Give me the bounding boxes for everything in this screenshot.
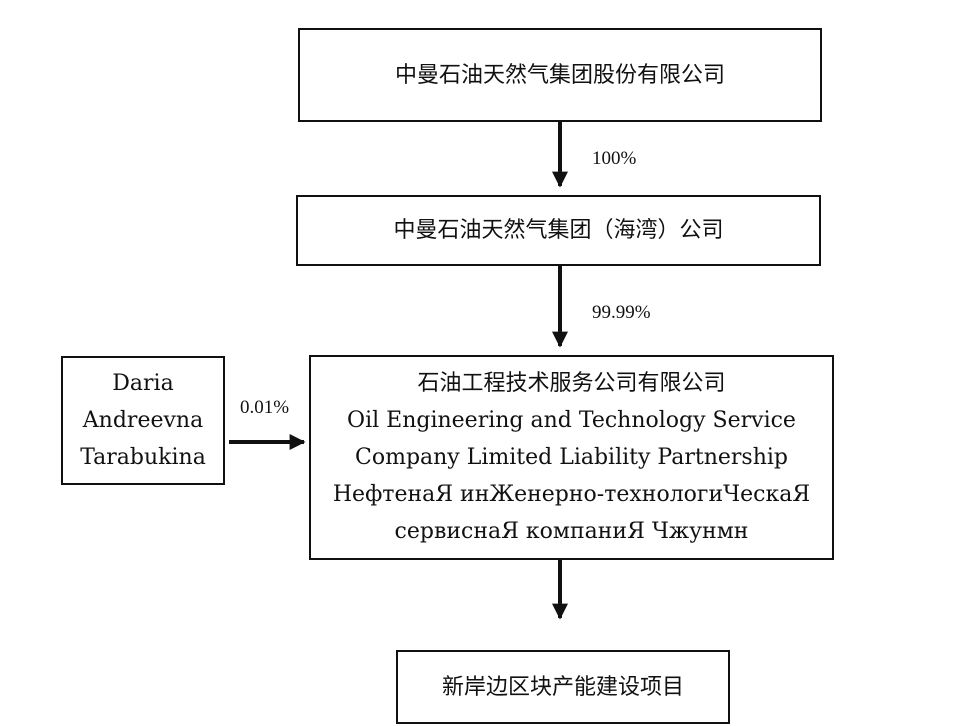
main-company-line: сервиснаЯ компаниЯ Чжунмн [394,519,749,544]
project-name: 新岸边区块产能建设项目 [441,674,684,700]
individual-name-line: Daria [112,371,174,396]
main-company-line: Company Limited Liability Partnership [355,445,788,470]
edge-label-top-to-mid: 100% [592,148,637,169]
main-company-box: 石油工程技术服务公司有限公司 Oil Engineering and Techn… [309,355,834,560]
main-company-line: Oil Engineering and Technology Service [347,408,796,433]
project-box: 新岸边区块产能建设项目 [396,650,730,724]
individual-name-line: Andreevna [82,408,204,433]
individual-box: Daria Andreevna Tarabukina [61,356,225,485]
edge-label-individual-to-main: 0.01% [240,397,290,418]
edge-label-mid-to-main: 99.99% [592,302,651,323]
individual-name-line: Tarabukina [80,445,206,470]
main-company-line: 石油工程技术服务公司有限公司 [417,371,726,396]
mid-company-box: 中曼石油天然气集团（海湾）公司 [296,195,821,266]
mid-company-name: 中曼石油天然气集团（海湾）公司 [393,218,724,243]
main-company-line: НефтенаЯ инЖенерно-технологиЧескаЯ [332,482,811,507]
top-company-box: 中曼石油天然气集团股份有限公司 [298,28,822,122]
top-company-name: 中曼石油天然气集团股份有限公司 [394,62,725,88]
